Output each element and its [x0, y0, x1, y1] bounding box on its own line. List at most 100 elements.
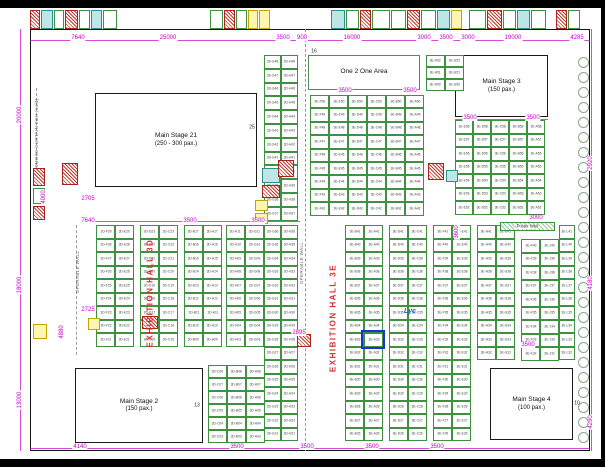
booth-cell[interactable]: 3E-B32 [345, 346, 364, 360]
booth-cell[interactable]: 3E-B27 [345, 414, 364, 428]
booth-cell[interactable]: 3E-F33 [433, 333, 452, 347]
booth-cell[interactable]: 3E-L33 [559, 333, 575, 347]
booth-cell[interactable]: 3E-A30 [364, 373, 383, 387]
booth-cell[interactable]: 3D-G26 [264, 360, 281, 374]
booth-cell[interactable]: 3E-F26 [433, 427, 452, 441]
booth-cell[interactable]: 3D-H09 [226, 252, 245, 266]
booth-cell[interactable]: 3E-E57 [455, 133, 473, 147]
booth-cell[interactable]: 3E-C33 [408, 333, 427, 347]
booth-cell[interactable]: 3D-A17 [203, 225, 222, 239]
booth-cell[interactable]: 3D-E21 [115, 333, 134, 347]
booth-cell[interactable]: 3E-C28 [408, 400, 427, 414]
booth-cell[interactable]: 3E-K35 [521, 306, 540, 320]
booth-cell[interactable]: 3E-D36 [389, 292, 408, 306]
booth-cell[interactable]: 3D-A10 [203, 319, 222, 333]
booth-cell[interactable]: 3D-C18 [159, 292, 178, 306]
booth-cell[interactable]: 3E-H51 [426, 67, 445, 79]
booth-cell[interactable]: 3D-C07 [208, 378, 227, 391]
booth-cell[interactable]: 3E-K34 [521, 320, 540, 334]
booth-cell[interactable]: 3D-E24 [115, 292, 134, 306]
booth-cell[interactable]: 3D-C04 [208, 417, 227, 430]
booth-cell[interactable]: 3E-D31 [389, 360, 408, 374]
booth-cell[interactable]: 3D-C22 [159, 238, 178, 252]
booth-cell[interactable]: 3D-G28 [264, 333, 281, 347]
top-wall-booth[interactable] [517, 10, 530, 29]
booth-cell[interactable]: 3E-J37 [540, 279, 559, 293]
booth-cell[interactable]: 3E-C42 [367, 202, 386, 216]
booth-cell[interactable]: 3E-B30 [345, 373, 364, 387]
booth-cell[interactable]: 3E-B39 [345, 252, 364, 266]
booth-cell[interactable]: 3E-E46 [329, 148, 348, 162]
booth-cell[interactable]: 3D-F21 [96, 333, 115, 347]
special-booth[interactable] [142, 316, 158, 329]
booth-cell[interactable]: 3E-B48 [386, 121, 405, 136]
booth-cell[interactable]: 3E-A55 [527, 160, 545, 174]
booth-cell[interactable]: 3E-D26 [389, 427, 408, 441]
booth-cell[interactable]: 3D-F25 [96, 279, 115, 293]
top-wall-booth[interactable] [91, 10, 102, 29]
booth-cell[interactable]: 3D-E23 [115, 306, 134, 320]
booth-cell[interactable]: 3E-D33 [389, 333, 408, 347]
booth-cell[interactable]: 3D-F29 [96, 225, 115, 239]
booth-cell[interactable]: 3D-C06 [208, 391, 227, 404]
booth-cell[interactable]: 3E-D55 [473, 160, 491, 174]
booth-cell[interactable]: 3E-D37 [389, 279, 408, 293]
booth-cell[interactable]: 3E-A45 [405, 162, 424, 176]
booth-cell[interactable]: 3E-C38 [408, 265, 427, 279]
booth-cell[interactable]: 3D-H26 [281, 360, 298, 374]
booth-cell[interactable]: 3D-G41 [264, 151, 281, 166]
booth-cell[interactable]: 3E-L32 [559, 346, 575, 360]
booth-cell[interactable]: 3E-D39 [389, 252, 408, 266]
booth-cell[interactable]: 3E-A39 [364, 252, 383, 266]
top-wall-booth[interactable] [531, 10, 546, 29]
booth-cell[interactable]: 3E-E34 [452, 319, 471, 333]
booth-cell[interactable]: 3D-H43 [281, 124, 298, 138]
booth-cell[interactable]: 3D-B16 [184, 238, 203, 252]
booth-cell[interactable]: 3E-D44 [348, 175, 367, 189]
booth-cell[interactable]: 3E-D27 [389, 414, 408, 428]
booth-cell[interactable]: 3D-D15 [140, 333, 159, 347]
special-booth[interactable] [446, 170, 458, 182]
booth-cell[interactable]: 3E-B33 [345, 333, 364, 347]
booth-cell[interactable]: 3D-A13 [203, 279, 222, 293]
booth-cell[interactable]: 3D-C20 [159, 265, 178, 279]
booth-cell[interactable]: 3E-A57 [527, 133, 545, 147]
booth-cell[interactable]: 3D-H44 [281, 110, 298, 124]
booth-cell[interactable]: 3D-E26 [115, 265, 134, 279]
booth-cell[interactable]: 3D-G34 [264, 252, 281, 266]
booth-cell[interactable]: 3E-F29 [433, 387, 452, 401]
booth-cell[interactable]: 3E-F28 [433, 400, 452, 414]
booth-cell[interactable]: 3E-B54 [509, 174, 527, 188]
booth-cell[interactable]: 3D-G31 [264, 292, 281, 306]
booth-cell[interactable]: 3E-J40 [540, 239, 559, 253]
booth-cell[interactable]: 3E-C48 [367, 121, 386, 136]
booth-cell[interactable]: 3E-C44 [367, 175, 386, 189]
booth-cell[interactable]: 3E-B37 [345, 279, 364, 293]
booth-cell[interactable]: 3E-A33 [364, 333, 383, 347]
booth-cell[interactable]: 3E-G34 [496, 319, 515, 333]
booth-cell[interactable]: 3E-C50 [367, 95, 386, 109]
booth-cell[interactable]: 3E-A56 [527, 147, 545, 161]
booth-cell[interactable]: 3E-J36 [540, 293, 559, 307]
booth-cell[interactable]: 3E-F39 [433, 252, 452, 266]
booth-cell[interactable]: 3E-B55 [509, 160, 527, 174]
booth-cell[interactable]: 3D-F27 [96, 252, 115, 266]
booth-cell[interactable]: 3E-G38 [496, 265, 515, 279]
booth-cell[interactable]: 3D-G47 [264, 68, 281, 83]
booth-cell[interactable]: 3E-E50 [329, 95, 348, 109]
booth-cell[interactable]: 3E-E48 [329, 121, 348, 136]
booth-cell[interactable]: 3E-A36 [364, 292, 383, 306]
booth-cell[interactable]: 3E-B28 [345, 400, 364, 414]
top-wall-booth[interactable] [41, 10, 53, 29]
booth-cell[interactable]: 3D-C05 [208, 404, 227, 417]
booth-cell[interactable]: 3E-C56 [491, 147, 509, 161]
booth-cell[interactable]: 3D-G08 [245, 265, 264, 279]
booth-cell[interactable]: 3E-K36 [521, 293, 540, 307]
special-booth[interactable] [88, 318, 100, 330]
booth-cell[interactable]: 3E-C27 [408, 414, 427, 428]
booth-cell[interactable]: 3E-D32 [389, 346, 408, 360]
booth-cell[interactable]: 3E-K38 [521, 266, 540, 280]
booth-cell[interactable]: 3D-G46 [264, 82, 281, 97]
top-wall-booth[interactable] [346, 10, 359, 29]
top-wall-booth[interactable] [210, 10, 223, 29]
